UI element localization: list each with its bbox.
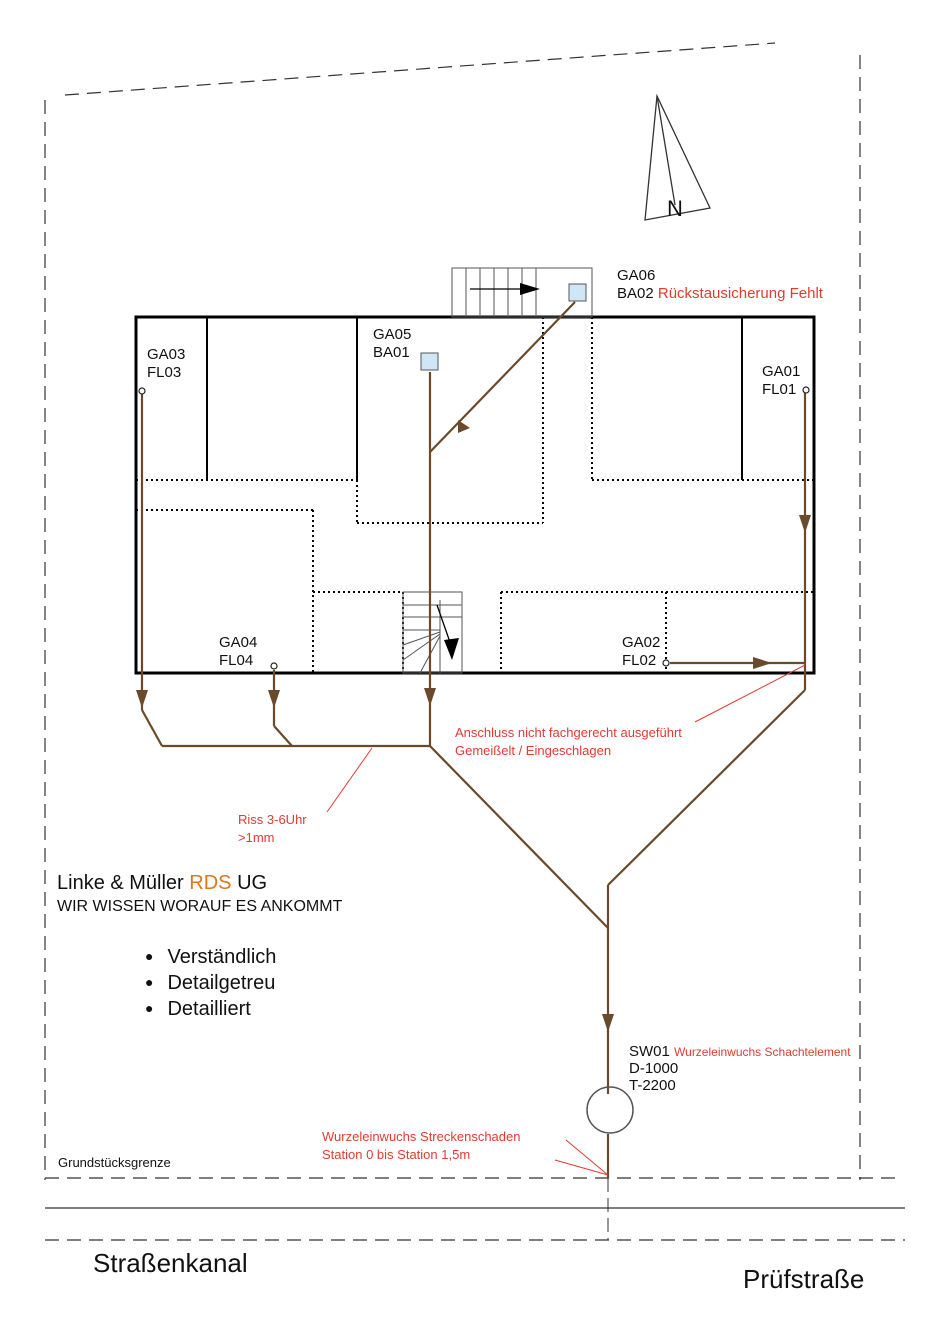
room-boundaries: [136, 317, 814, 673]
company-name-part1: Linke & Müller: [57, 872, 190, 894]
manhole-ga06-label: GA06: [617, 267, 656, 284]
north-arrow-icon: [644, 93, 711, 221]
shaft-sw01: [586, 1086, 634, 1134]
inlet-ga06: [568, 283, 587, 302]
street-sewer-label: Straßenkanal: [93, 1248, 248, 1278]
pipe-network: [140, 301, 807, 1178]
flow-arrows: [136, 420, 811, 1032]
note-riss-2: >1mm: [238, 830, 275, 845]
drain-ga03-label: GA03: [147, 346, 186, 363]
external-stair: [451, 267, 593, 318]
ba02-note: Rückstausicherung Fehlt: [657, 285, 823, 302]
company-tagline: WIR WISSEN WORAUF ES ANKOMMT: [57, 898, 343, 915]
north-label: N: [667, 196, 683, 221]
drain-fl01-label: FL01: [762, 381, 797, 398]
note-leaders: [326, 664, 806, 1176]
inlet-ga05: [420, 352, 439, 371]
company-name-part2: UG: [231, 872, 268, 894]
note-wurzel-1: Wurzeleinwuchs Streckenschaden: [322, 1129, 521, 1144]
drain-ga02-label: GA02: [622, 634, 661, 651]
drain-ga04-label: GA04: [219, 634, 258, 651]
shaft-diameter-label: D-1000: [629, 1060, 679, 1077]
drain-ga01-label: GA01: [762, 363, 801, 380]
interior-walls: [206, 317, 743, 480]
drain-fl04-label: FL04: [219, 652, 254, 669]
drain-fl03-label: FL03: [147, 364, 182, 381]
note-riss-1: Riss 3-6Uhr: [238, 812, 307, 827]
bullet-item: Detailliert: [145, 996, 250, 1023]
note-wurzel-2: Station 0 bis Station 1,5m: [322, 1147, 471, 1162]
drain-fl02-label: FL02: [622, 652, 657, 669]
manhole-ba01-label: BA01: [373, 344, 410, 361]
ba02-id: BA02: [617, 285, 654, 302]
company-name-highlight: RDS: [189, 872, 232, 894]
boundary-label: Grundstücksgrenze: [58, 1155, 171, 1170]
shaft-depth-label: T-2200: [629, 1077, 676, 1094]
test-street-label: Prüfstraße: [743, 1264, 865, 1294]
company-name: Linke & Müller RDS UG: [57, 871, 267, 895]
bullet-item: Verständlich: [145, 944, 276, 971]
manhole-ga05-label: GA05: [373, 326, 412, 343]
shaft-note: Wurzeleinwuchs Schachtelement: [674, 1045, 851, 1059]
shaft-id: SW01: [629, 1043, 670, 1060]
shaft-id-label: SW01 Wurzeleinwuchs Schachtelement: [629, 1043, 851, 1061]
bullet-item: Detailgetreu: [145, 970, 275, 997]
manhole-ba02-label: BA02 Rückstausicherung Fehlt: [617, 285, 823, 303]
floor-drains: [138, 386, 810, 670]
note-anschluss-2: Gemeißelt / Eingeschlagen: [455, 743, 612, 758]
note-anschluss-1: Anschluss nicht fachgerecht ausgeführt: [455, 725, 682, 740]
internal-stair: [402, 591, 463, 674]
property-boundary: [44, 42, 905, 1241]
building-outline: [134, 315, 816, 675]
